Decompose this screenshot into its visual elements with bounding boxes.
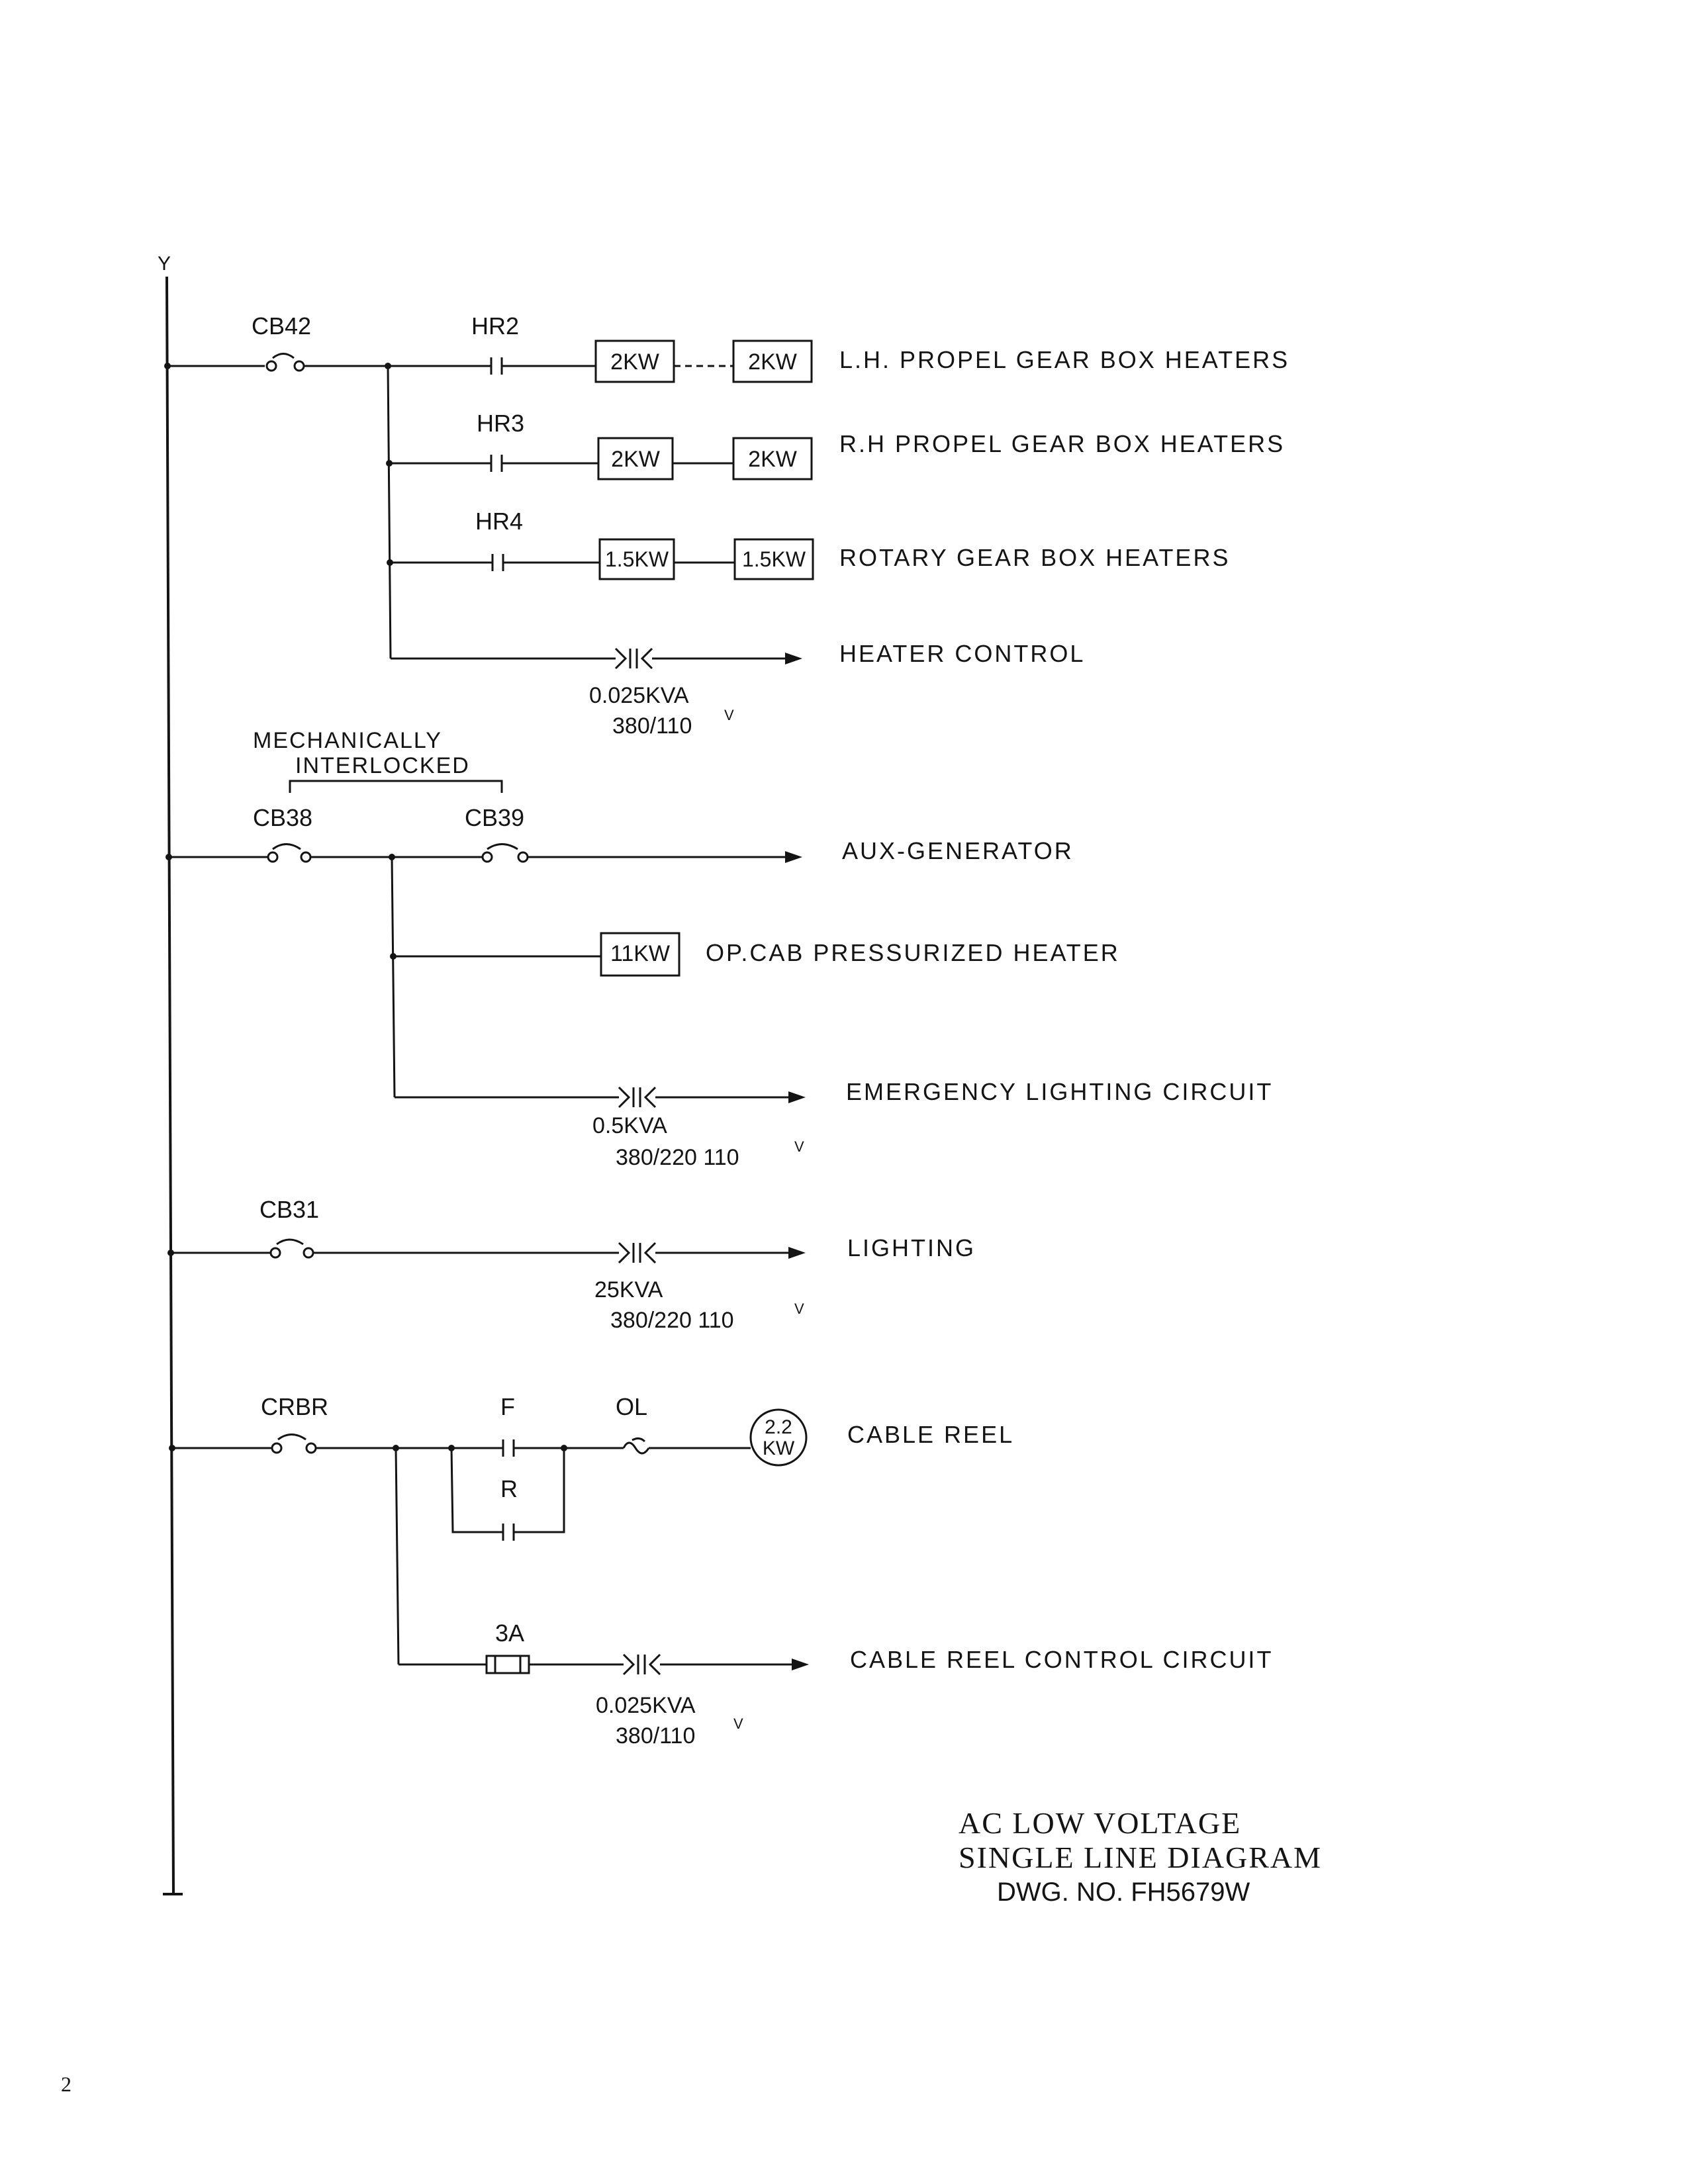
heater-load-rating: 1.5KW (605, 547, 669, 571)
heater-load-rating: 2KW (748, 349, 797, 375)
heater-load-rating: 2KW (611, 447, 660, 472)
contactor-label-forward: F (500, 1393, 515, 1420)
breaker-label-cb42: CB42 (252, 312, 311, 340)
aux-generator-group: MECHANICALLY INTERLOCKED CB38 CB39 AUX-G… (169, 728, 1273, 1170)
breaker-label-cb31: CB31 (259, 1196, 319, 1223)
lighting-group: CB31 25KVA 380/220 110 V LIGHTING (171, 1196, 976, 1333)
circuit-description: CABLE REEL CONTROL CIRCUIT (850, 1646, 1273, 1673)
voltage-unit: V (794, 1138, 804, 1155)
cable-reel-group: CRBR F R OL 2.2 KW CABLE REEL 3A (172, 1393, 1273, 1749)
breaker-label-cb39: CB39 (465, 804, 524, 831)
heater-feeder-group: CB42 HR2 2KW 2KW L.H. PROPEL GEAR BOX HE… (167, 312, 1289, 739)
motor-rating-unit: KW (763, 1437, 795, 1459)
bus-label: Y (158, 253, 171, 275)
transformer-voltage: 380/110 (616, 1723, 695, 1749)
circuit-description: ROTARY GEAR BOX HEATERS (839, 544, 1230, 571)
heater-load-rating: 2KW (748, 447, 797, 472)
fuse-symbol (485, 1655, 530, 1674)
heater-load-box (597, 437, 674, 480)
heater-load-rating: 2KW (610, 349, 659, 375)
title-block: AC LOW VOLTAGE SINGLE LINE DIAGRAM DWG. … (959, 1806, 1322, 1907)
heater-load-rating: 11KW (610, 941, 670, 966)
transformer-voltage: 380/220 110 (610, 1308, 734, 1333)
circuit-description: CABLE REEL (847, 1421, 1014, 1448)
diagram-title: AC LOW VOLTAGE (959, 1806, 1241, 1840)
heater-load-box (600, 932, 680, 977)
motor-symbol (749, 1408, 808, 1467)
heater-load-box (598, 538, 675, 580)
transformer-voltage: 380/110 (612, 713, 692, 739)
transformer-rating: 25KVA (594, 1277, 663, 1302)
heater-load-box (733, 538, 814, 580)
breaker-label-cb38: CB38 (253, 804, 312, 831)
breaker-label-crbr: CRBR (261, 1393, 328, 1420)
voltage-unit: V (794, 1300, 804, 1317)
circuit-description: R.H PROPEL GEAR BOX HEATERS (839, 430, 1285, 457)
fuse-rating: 3A (495, 1619, 524, 1647)
circuit-description: HEATER CONTROL (839, 640, 1085, 667)
page-number: 2 (61, 2072, 71, 2096)
contactor-label-reverse: R (500, 1475, 518, 1502)
circuit-description: LIGHTING (847, 1234, 976, 1261)
transformer-rating: 0.025KVA (589, 683, 689, 708)
circuit-description: OP.CAB PRESSURIZED HEATER (706, 939, 1120, 966)
heater-load-box (732, 437, 813, 480)
drawing-number: DWG. NO. FH5679W (997, 1878, 1250, 1907)
transformer-rating: 0.025KVA (596, 1693, 696, 1718)
heater-load-rating: 1.5KW (742, 547, 806, 571)
relay-label-hr3: HR3 (477, 410, 524, 437)
diagram-subtitle: SINGLE LINE DIAGRAM (959, 1841, 1322, 1874)
heater-load-box (594, 340, 675, 383)
relay-label-hr4: HR4 (475, 508, 523, 535)
transformer-voltage: 380/220 110 (616, 1145, 739, 1170)
interlock-note: MECHANICALLY (253, 728, 442, 753)
heater-load-box (732, 340, 813, 383)
interlock-note: INTERLOCKED (295, 753, 470, 778)
relay-label-hr2: HR2 (471, 312, 519, 340)
overload-label: OL (616, 1393, 647, 1420)
circuit-description: AUX-GENERATOR (842, 837, 1074, 864)
circuit-description: EMERGENCY LIGHTING CIRCUIT (846, 1078, 1273, 1105)
circuit-description: L.H. PROPEL GEAR BOX HEATERS (839, 346, 1289, 373)
voltage-unit: V (724, 707, 734, 723)
voltage-unit: V (733, 1715, 743, 1732)
motor-rating: 2.2 (765, 1416, 792, 1438)
main-bus: Y (158, 253, 183, 1895)
transformer-rating: 0.5KVA (592, 1113, 667, 1138)
